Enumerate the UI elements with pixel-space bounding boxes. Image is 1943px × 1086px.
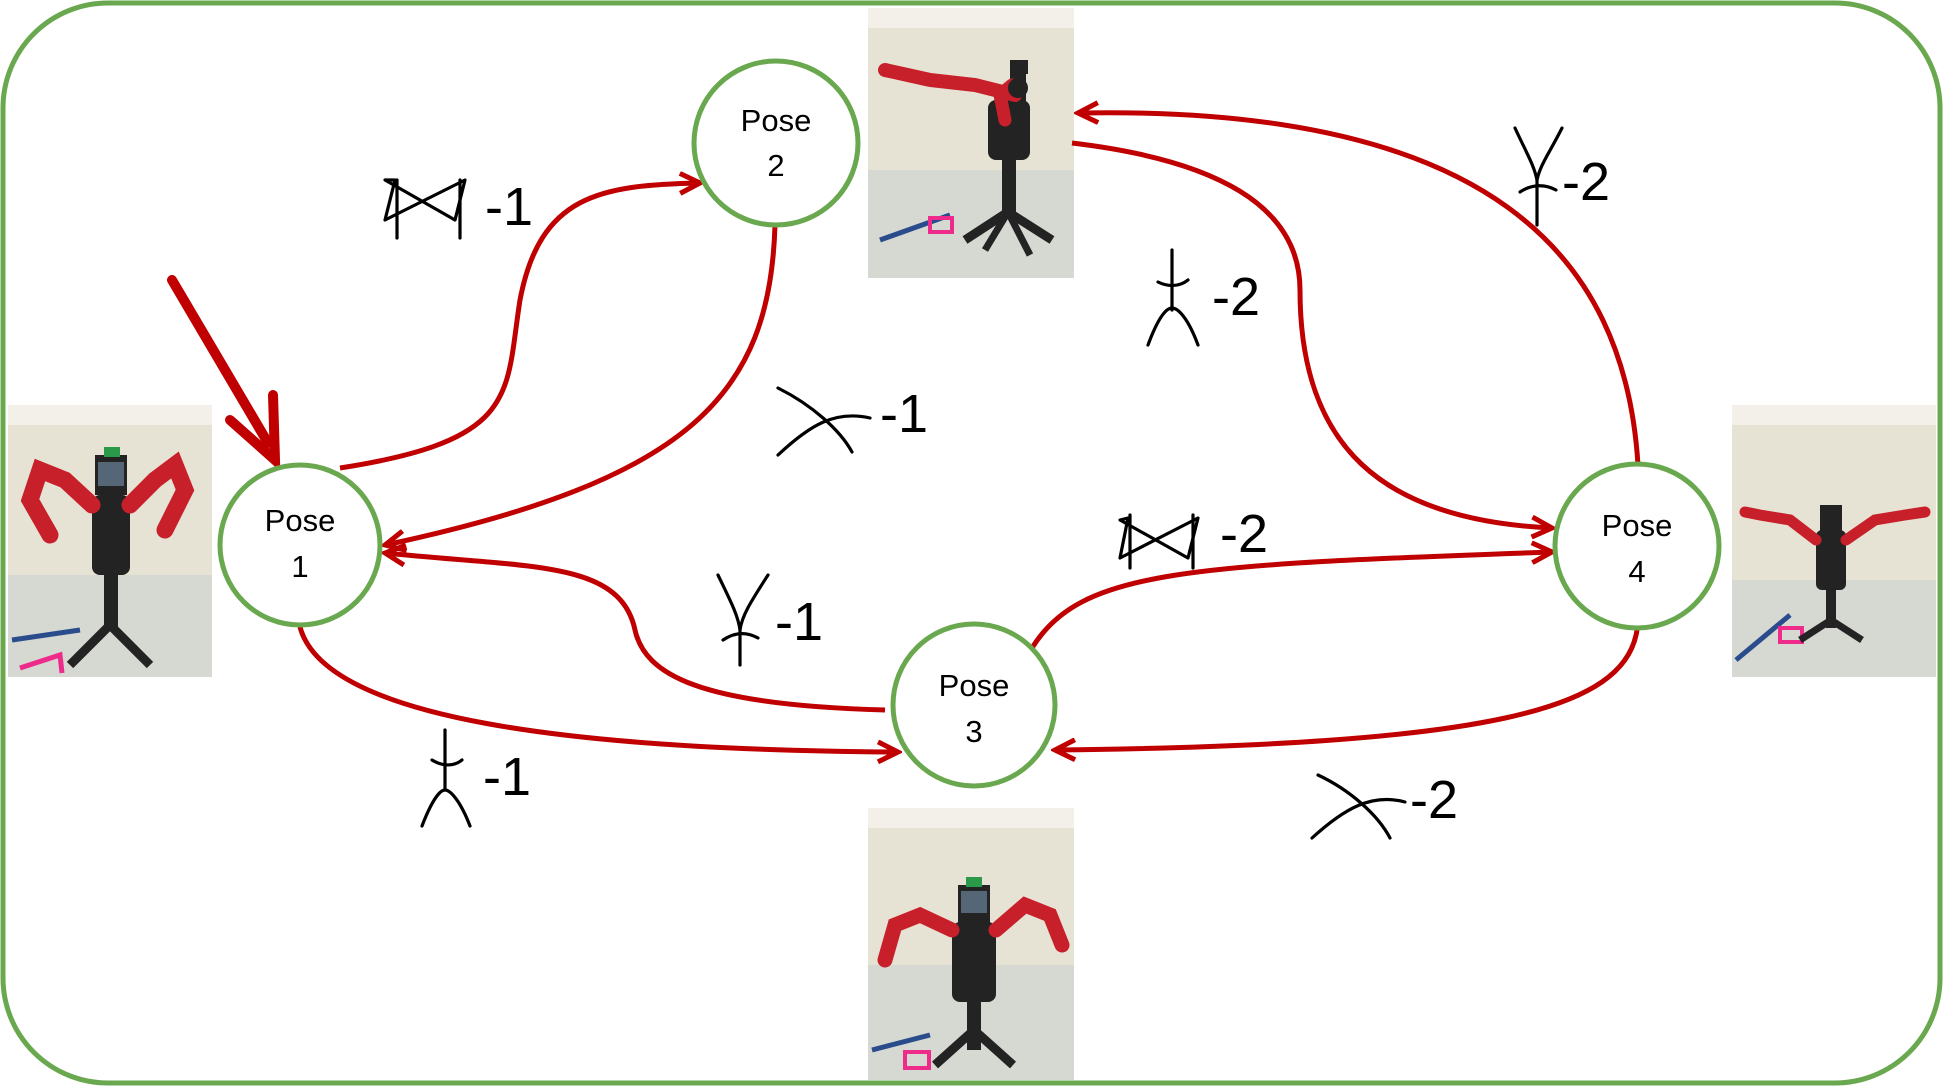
robot-arm-extended-photo (868, 8, 1074, 278)
node-pose3[interactable]: Pose 3 (890, 621, 1058, 789)
edge-label-pose3-to-pose1: -1 (716, 573, 823, 667)
crossing-arcs-gesture-icon (1310, 773, 1407, 840)
edge-pose1-to-pose2 (339, 183, 700, 471)
edge-pose3-to-pose1 (385, 553, 886, 713)
v-up-gesture-icon (1513, 126, 1564, 227)
node-number: 2 (767, 148, 784, 183)
edge-pose1-to-pose3 (297, 626, 898, 752)
edge-label-pose3-to-pose4: -2 (1118, 504, 1268, 570)
lambda-down-gesture-icon (420, 728, 472, 828)
svg-text:-2: -2 (1562, 152, 1610, 212)
node-label: Pose (1602, 508, 1673, 543)
svg-text:-1: -1 (880, 384, 928, 444)
robot-arms-raised-photo (8, 405, 212, 677)
edge-label-pose4-to-pose3: -2 (1310, 770, 1458, 840)
edge-pose4-to-pose3 (1055, 629, 1640, 750)
node-label: Pose (741, 103, 812, 138)
edge-label-pose4-to-pose2: -2 (1513, 126, 1610, 227)
robot-arms-lowered-photo (868, 808, 1074, 1080)
bowtie-gesture-icon (383, 178, 467, 240)
svg-text:-1: -1 (775, 592, 823, 652)
start-arrow-icon (167, 275, 281, 472)
svg-text:-1: -1 (485, 177, 533, 237)
node-label: Pose (265, 503, 336, 538)
svg-text:-2: -2 (1410, 770, 1458, 830)
edge-label-pose2-to-pose4: -2 (1146, 248, 1260, 347)
edge-label-pose1-to-pose2: -1 (383, 177, 533, 240)
node-label: Pose (939, 668, 1010, 703)
node-pose4[interactable]: Pose 4 (1552, 461, 1722, 631)
crossing-arcs-gesture-icon (776, 386, 872, 457)
svg-text:-2: -2 (1212, 267, 1260, 327)
bowtie-gesture-icon (1118, 513, 1200, 570)
node-number: 1 (291, 549, 308, 584)
node-pose1[interactable]: Pose 1 (217, 462, 383, 628)
edge-label-pose2-to-pose1: -1 (776, 384, 928, 457)
edge-pose2-to-pose1 (385, 224, 778, 545)
v-up-gesture-icon (716, 573, 770, 667)
svg-text:-2: -2 (1220, 504, 1268, 564)
svg-text:-1: -1 (483, 747, 531, 807)
lambda-down-gesture-icon (1146, 248, 1200, 347)
edge-label-pose1-to-pose3: -1 (420, 728, 531, 828)
edge-pose3-to-pose4 (1029, 552, 1552, 650)
node-pose2[interactable]: Pose 2 (691, 58, 861, 228)
edge-pose4-to-pose2 (1078, 113, 1641, 466)
node-number: 3 (965, 714, 982, 749)
node-number: 4 (1628, 554, 1645, 589)
robot-arms-outstretched-photo (1732, 405, 1936, 677)
edge-pose2-to-pose4 (1071, 140, 1552, 528)
